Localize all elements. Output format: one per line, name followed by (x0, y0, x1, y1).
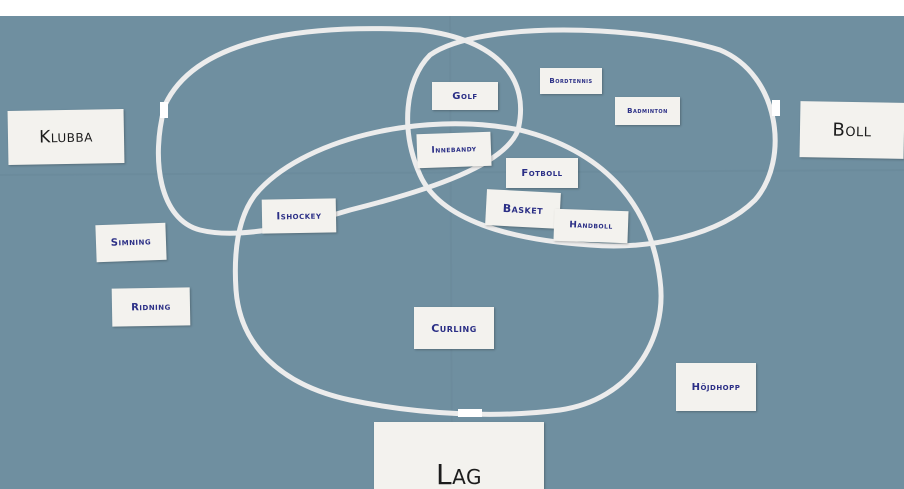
card-ridning: Ridning (111, 287, 191, 327)
card-fotboll: Fotboll (506, 158, 578, 188)
card-curling: Curling (414, 307, 494, 349)
card-innebandy-label: Innebandy (431, 144, 477, 156)
top-edge (0, 0, 904, 16)
card-innebandy: Innebandy (416, 131, 492, 169)
card-badminton: Badminton (615, 97, 680, 125)
rope-knot-left (160, 102, 168, 118)
card-hojdhopp: Höjdhopp (676, 363, 756, 411)
card-curling-label: Curling (431, 321, 477, 335)
card-golf: Golf (432, 82, 498, 110)
card-lag: Lag (374, 422, 544, 489)
card-badminton-label: Badminton (627, 107, 668, 115)
rope-knot (458, 409, 482, 417)
card-boll: Boll (799, 101, 904, 159)
card-ishockey-label: Ishockey (276, 210, 322, 222)
card-ishockey: Ishockey (261, 198, 337, 234)
paper-fold-line (0, 169, 904, 176)
card-simning-label: Simning (110, 236, 152, 249)
card-basket: Basket (485, 189, 561, 229)
card-lag-label: Lag (436, 458, 482, 489)
rope-knot-right (772, 100, 780, 116)
card-golf-label: Golf (452, 90, 478, 102)
rope-circle-boll (405, 27, 778, 249)
card-bordtennis-label: Bordtennis (549, 77, 593, 85)
card-boll-label: Boll (832, 119, 872, 141)
card-fotboll-label: Fotboll (521, 167, 563, 179)
card-ridning-label: Ridning (131, 301, 171, 313)
card-simning: Simning (95, 222, 167, 263)
card-klubba: Klubba (7, 108, 125, 166)
card-basket-label: Basket (502, 201, 544, 217)
rope-circle-lag (232, 121, 664, 417)
card-klubba-label: Klubba (38, 126, 94, 148)
card-handboll: Handboll (553, 208, 629, 244)
card-hojdhopp-label: Höjdhopp (691, 381, 741, 393)
card-bordtennis: Bordtennis (540, 68, 602, 94)
card-handboll-label: Handboll (569, 220, 613, 232)
